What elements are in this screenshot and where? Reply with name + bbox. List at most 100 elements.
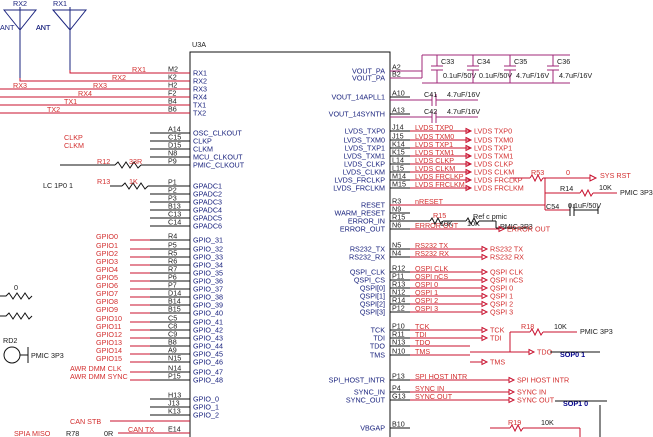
pin-name: GPIO_47 [193, 368, 223, 377]
net-label: QSPI 0 [415, 280, 438, 289]
cap-c42: C42 4.7uF/16V [390, 107, 480, 123]
net-label: LVDS TXP1 [474, 144, 512, 153]
pin-name: PMIC_CLKOUT [193, 161, 245, 170]
pin-name: GPIO_46 [193, 358, 223, 367]
net-label: QSPI 2 [415, 296, 438, 305]
antenna-label: RX2 [13, 0, 27, 8]
net-arrow-icon [481, 268, 489, 276]
pin-number: J15 [392, 132, 404, 141]
pin-number: M15 [392, 180, 406, 189]
r15-value: 10K [440, 219, 453, 228]
pin-number: B4 [168, 97, 177, 106]
net-arrow-icon [481, 284, 489, 292]
net-label: TCK [415, 322, 430, 331]
pin-number: N10 [392, 347, 405, 356]
net-label: TCK [490, 326, 505, 335]
net-label: RX4 [78, 89, 92, 98]
net-label: LVDS TXP0 [415, 123, 453, 132]
pin-name: GPIO_48 [193, 376, 223, 385]
pin-number: R6 [168, 257, 177, 266]
pin-number: B13 [168, 202, 181, 211]
pin-name: GPIO_36 [193, 277, 223, 286]
net-arrow-icon [465, 136, 473, 144]
pin-number: G13 [392, 392, 406, 401]
cap-value: 0.1uF/50V [443, 71, 476, 80]
resistor-icon [0, 312, 33, 320]
pin-name: GPIO_41 [193, 318, 223, 327]
testpoint-icon [3, 346, 21, 364]
pin-name: GPIO_2 [193, 411, 219, 420]
net-label: GPIO2 [96, 249, 118, 258]
net-label: LVDS FRCLKP [415, 172, 464, 181]
output-net: SYNC IN [470, 388, 546, 397]
pin-number: L15 [392, 164, 404, 173]
net-label: LVDS CLKP [415, 156, 454, 165]
pin-name: LVDS_CLKM [343, 168, 385, 177]
net-label: TDO [537, 348, 553, 357]
pin-name: LVDS_TXP1 [345, 144, 385, 153]
pin-name: GPIO_32 [193, 245, 223, 254]
output-net: SPI HOST INTR [470, 376, 569, 385]
net-label: QSPI nCS [490, 276, 523, 285]
net-label: QSPI 3 [415, 304, 438, 313]
tdo-block: R18 10K PMIC 3P3 SOP0 1 [509, 322, 613, 359]
pin-name: QSPI[3] [360, 308, 385, 317]
pin-name: LVDS_TXM0 [344, 136, 385, 145]
pin-number: R14 [392, 296, 405, 305]
net-arrow-icon [508, 396, 516, 404]
pin-number: P5 [168, 241, 177, 250]
pin-number: C5 [168, 314, 177, 323]
pin-number: M14 [392, 172, 406, 181]
pin-number: N9 [392, 205, 401, 214]
net-label: RS232 TX [490, 245, 523, 254]
net-label: GPIO0 [96, 232, 118, 241]
lvds-out-net: LVDS FRCLKM [465, 184, 524, 193]
r53-ref: R53 [531, 168, 544, 177]
pin-name: GPIO_44 [193, 342, 223, 351]
lc-net: LC 1P0 1 [43, 181, 73, 190]
pin-name: RS232_RX [349, 253, 385, 262]
net-label: RX3 [93, 81, 107, 90]
rd2-ref: RD2 [3, 336, 17, 345]
resistor-icon [114, 161, 142, 169]
resistor-icon [509, 423, 524, 433]
pin-number: N14 [168, 364, 181, 373]
pin-name: WARM_RESET [335, 209, 386, 218]
output-net: QSPI 0 [470, 284, 513, 293]
cap-ref: C34 [477, 57, 490, 66]
net-label: GPIO11 [96, 322, 121, 331]
pin-number: R3 [392, 197, 401, 206]
net-arrow-icon [465, 152, 473, 160]
net-label: CLKP [64, 133, 83, 142]
antenna-rx2: RX2 ANT [2, 0, 51, 78]
output-net: TMS [470, 358, 505, 367]
r15-ref: R15 [433, 211, 446, 220]
r53-net: SYS RST [600, 171, 631, 180]
pin-number: N13 [392, 338, 405, 347]
pin-name: ERROR_OUT [340, 225, 386, 234]
pin-name: LVDS_CLKP [344, 160, 385, 169]
pin-name: SYNC_IN [354, 388, 385, 397]
net-arrow-icon [481, 308, 489, 316]
r16-value: 10K [467, 219, 480, 228]
pin-number: P12 [392, 304, 405, 313]
net-label: QSPI CLK [490, 268, 523, 277]
pin-number: K15 [392, 148, 405, 157]
output-net: QSPI 3 [470, 308, 513, 317]
pin-number: P13 [392, 372, 405, 381]
